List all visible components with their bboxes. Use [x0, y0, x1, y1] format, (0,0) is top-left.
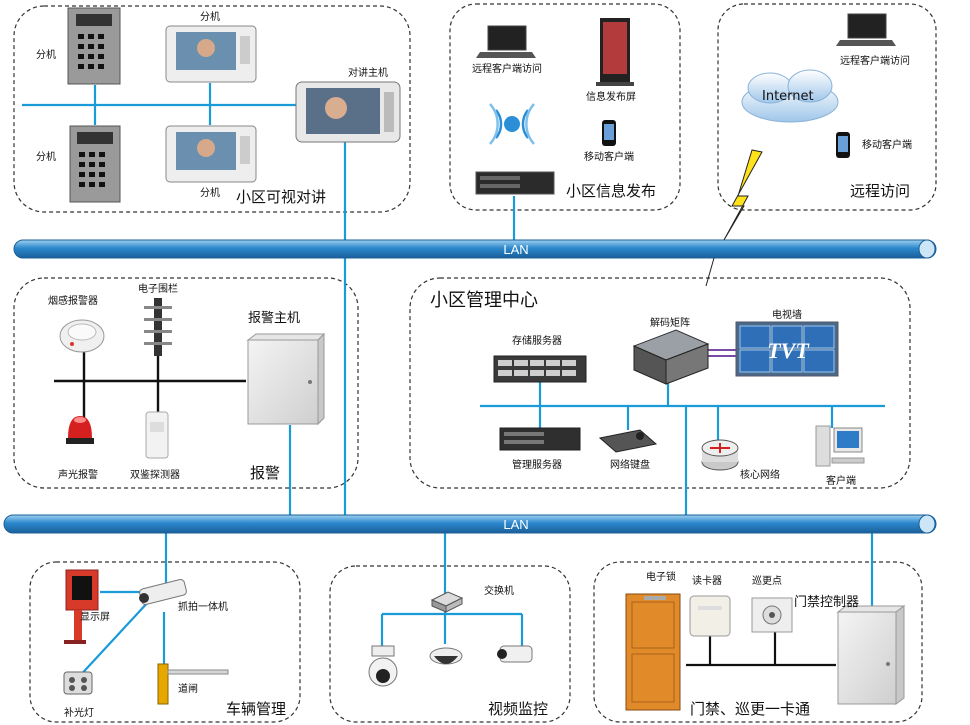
access-controller-label: 门禁控制器 — [794, 595, 859, 610]
info-publish-section — [449, 3, 681, 211]
digital-signage-icon — [596, 18, 634, 86]
info-publish-title: 小区信息发布 — [566, 182, 656, 200]
decoder-matrix-icon — [632, 329, 710, 385]
vehicle-light-label: 补光灯 — [64, 706, 94, 719]
remote-client-label: 远程客户端访问 — [840, 54, 910, 67]
alarm-fence-label: 电子围栏 — [138, 282, 178, 295]
alarm-host-label: 报警主机 — [248, 310, 300, 326]
patrol-point-icon — [751, 597, 793, 633]
lan-bus-bottom-label: LAN — [503, 517, 528, 532]
wifi-icon — [489, 103, 535, 145]
mgmt-decoder-label: 解码矩阵 — [650, 316, 690, 329]
access-patrol-label: 巡更点 — [752, 575, 782, 587]
vehicle-title: 车辆管理 — [226, 700, 286, 718]
mgmt-core-label: 核心网络 — [740, 468, 780, 481]
alarm-host-icon — [246, 332, 326, 426]
lightning-bolt-icon — [723, 149, 763, 241]
network-switch-icon — [430, 591, 464, 613]
vehicle-display-label: 显示屏 — [80, 611, 110, 623]
remote-access-section — [717, 3, 937, 211]
intercom-ext1-label: 分机 — [36, 48, 56, 61]
alarm-strobe-label: 声光报警 — [58, 468, 98, 481]
dome-camera-icon — [429, 647, 463, 665]
access-reader-label: 读卡器 — [692, 574, 722, 587]
alarm-title: 报警 — [250, 464, 280, 482]
access-section — [593, 561, 923, 723]
motion-detector-icon — [145, 411, 169, 459]
info-remote-client-label: 远程客户端访问 — [472, 62, 542, 75]
video-title: 视频监控 — [488, 700, 548, 718]
access-lock-label: 电子锁 — [646, 570, 676, 583]
mobile-phone-icon — [836, 132, 850, 158]
intercom-ext4-label: 分机 — [200, 186, 220, 199]
barrier-gate-icon — [157, 663, 229, 705]
info-screen-label: 信息发布屏 — [586, 90, 636, 103]
intercom-ext3-label: 分机 — [36, 150, 56, 163]
server-icon — [475, 171, 555, 195]
fill-light-icon — [63, 671, 93, 695]
mgmt-storage-label: 存储服务器 — [512, 334, 562, 347]
door-station-icon — [67, 7, 121, 85]
video-switch-label: 交换机 — [484, 584, 514, 597]
storage-server-icon — [493, 355, 587, 383]
mgmt-center-section — [409, 277, 911, 489]
access-wiring — [686, 632, 836, 667]
network-keyboard-icon — [598, 429, 658, 453]
intercom-title: 小区可视对讲 — [236, 188, 326, 206]
strobe-siren-icon — [66, 416, 94, 444]
intercom-host-label: 对讲主机 — [348, 66, 388, 79]
bullet-camera-icon — [497, 645, 533, 663]
access-title: 门禁、巡更一卡通 — [690, 700, 810, 718]
intercom-host-icon — [295, 81, 401, 143]
management-server-icon — [499, 427, 581, 451]
remote-access-title: 远程访问 — [850, 182, 910, 200]
internet-label: Internet — [762, 89, 814, 104]
laptop-icon — [476, 25, 536, 58]
alarm-wiring — [54, 352, 246, 418]
indoor-monitor-icon — [165, 125, 257, 183]
video-section — [329, 565, 571, 723]
internet-cloud-icon — [741, 69, 839, 123]
capture-camera-icon — [139, 579, 187, 605]
indoor-monitor-icon — [165, 25, 257, 83]
mgmt-tvwall-label: 电视墙 — [772, 308, 802, 321]
lan-bus-top: LAN — [13, 239, 937, 259]
intercom-ext2-label: 分机 — [200, 10, 220, 23]
lan-bus-bottom: LAN — [3, 514, 937, 534]
card-reader-icon — [689, 595, 731, 637]
tv-wall-logo: TVT — [767, 338, 810, 363]
lan-bus-top-label: LAN — [503, 242, 528, 257]
intercom-section — [13, 5, 411, 213]
client-pc-icon — [815, 425, 865, 467]
ptz-dome-camera-icon — [368, 645, 398, 687]
wireless-link — [705, 257, 715, 287]
mgmt-center-title: 小区管理中心 — [430, 290, 538, 311]
tv-wall-icon — [735, 321, 839, 377]
door-station-icon — [69, 125, 121, 203]
alarm-detector-label: 双鉴探测器 — [130, 468, 180, 481]
core-router-icon — [701, 439, 739, 471]
access-controller-icon — [836, 605, 906, 705]
vehicle-camera-label: 抓拍一体机 — [178, 600, 228, 613]
alarm-smoke-label: 烟感报警器 — [48, 294, 98, 307]
laptop-icon — [836, 13, 896, 46]
video-cables — [706, 349, 738, 357]
mobile-phone-icon — [602, 120, 616, 146]
alarm-section — [13, 277, 359, 489]
remote-mobile-client-label: 移动客户端 — [862, 138, 912, 151]
info-mobile-client-label: 移动客户端 — [584, 150, 634, 163]
vehicle-gate-label: 道闸 — [178, 682, 198, 695]
mgmt-server-label: 管理服务器 — [512, 458, 562, 471]
display-screen-icon — [64, 569, 99, 644]
mgmt-keyboard-label: 网络键盘 — [610, 458, 650, 471]
mgmt-client-label: 客户端 — [826, 474, 856, 487]
smoke-detector-icon — [59, 319, 105, 353]
electronic-lock-door-icon — [625, 593, 681, 711]
electronic-fence-icon — [144, 298, 172, 356]
